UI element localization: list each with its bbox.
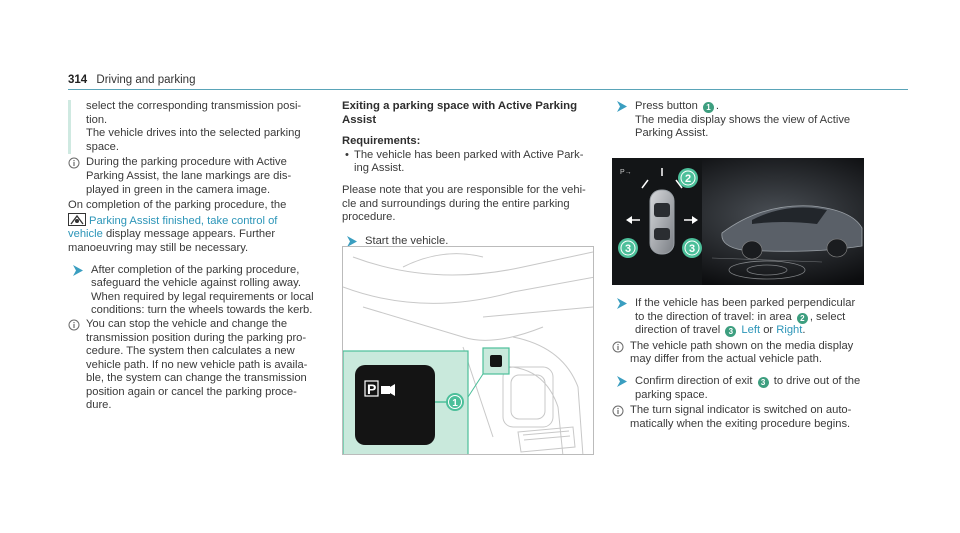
text-line: During the parking procedure with Active <box>86 156 287 169</box>
info-icon <box>612 341 624 353</box>
text-line: The vehicle path shown on the media disp… <box>630 339 854 352</box>
step-start-vehicle: Start the vehicle. <box>342 235 598 249</box>
text-line: If the vehicle has been parked perpendic… <box>635 297 856 309</box>
step-arrow-icon <box>617 298 627 309</box>
info-icon <box>68 157 80 169</box>
text-line: dure. <box>86 399 112 412</box>
text-line: Confirm direction of exit <box>635 374 753 387</box>
console-drawing: P 1 <box>343 251 593 454</box>
text-line: space. <box>86 140 119 153</box>
text-line: Parking Assist. <box>635 127 709 140</box>
text-line: matically when the exiting procedure beg… <box>630 417 851 430</box>
text-line: Please note that you are responsible for… <box>342 183 586 196</box>
text-line: to drive out of the <box>773 374 861 387</box>
callout-3-left: 3 <box>625 243 631 255</box>
text-line: may differ from the actual vehicle path. <box>630 353 822 366</box>
text-line: cle and surroundings during the entire p… <box>342 197 570 210</box>
step-arrow-icon <box>73 264 83 276</box>
step-safeguard: After completion of the parking procedur… <box>68 264 318 318</box>
note-vehicle-path: The vehicle path shown on the media disp… <box>612 340 864 367</box>
text-line: position again or cancel the parking pro… <box>86 385 297 398</box>
media-display-drawing: P→ 2 3 3 <box>612 158 864 285</box>
text-line: When required by legal requirements or l… <box>91 290 314 303</box>
text-line: parking space. <box>635 388 708 401</box>
callout-badge: 1 <box>702 102 714 113</box>
continued-step: select the corresponding transmission po… <box>68 100 318 155</box>
text-line: to the direction of travel: in area <box>635 310 792 323</box>
info-icon <box>612 405 624 417</box>
text-line: On completion of the parking procedure, … <box>68 199 287 212</box>
text-line: select the corresponding transmission po… <box>86 100 302 112</box>
bullet-icon: • <box>345 148 349 161</box>
note-turn-signal: The turn signal indicator is switched on… <box>612 404 864 431</box>
text-line: The turn signal indicator is switched on… <box>630 404 852 417</box>
step-press-button: Press button 1. The media display shows … <box>612 100 864 141</box>
callout-badge: 3 <box>725 326 737 338</box>
page-number: 314 <box>68 74 88 86</box>
text-line: , select <box>809 310 846 323</box>
step-arrow-icon <box>617 101 627 112</box>
completion-paragraph: On completion of the parking procedure, … <box>68 199 318 255</box>
display-message: Parking Assist finished, take control of <box>89 214 278 227</box>
text-line: Start the vehicle. <box>365 234 449 247</box>
text-line: played in green in the camera image. <box>86 183 271 196</box>
text-line: The vehicle drives into the selected par… <box>86 127 301 140</box>
svg-text:P: P <box>367 381 376 397</box>
text-line: transmission position during the parking… <box>86 331 307 344</box>
requirements-label: Requirements: <box>342 135 421 148</box>
page-header: 314 Driving and parking <box>68 74 195 88</box>
requirement-item: • The vehicle has been parked with Activ… <box>342 149 598 176</box>
media-display-illustration: P→ 2 3 3 <box>612 158 864 285</box>
callout-badge: 3 <box>757 376 769 388</box>
text-line: ing Assist. <box>354 162 405 175</box>
responsibility-note: Please note that you are responsible for… <box>342 184 598 225</box>
column-2: Exiting a parking space with Active Park… <box>342 100 598 248</box>
text-line: Parking Assist, the lane markings are di… <box>86 169 292 182</box>
display-message-line: Parking Assist finished, take control of <box>68 212 318 229</box>
step-arrow-icon <box>617 375 627 387</box>
text-line: conditions: turn the wheels towards the … <box>91 304 313 317</box>
section-heading: Exiting a parking space with Active Park… <box>342 100 578 126</box>
text-line: The vehicle has been parked with Active … <box>354 148 584 161</box>
text-line: Press button <box>635 100 698 112</box>
callout-1: 1 <box>452 398 458 409</box>
section-title: Driving and parking <box>96 74 196 86</box>
callout-2: 2 <box>685 173 691 185</box>
text-line: cedure. The system then calculates a new <box>86 345 295 358</box>
display-message-cont: vehicle <box>68 228 103 241</box>
screen-label: P→ <box>620 169 632 176</box>
left-option: Left <box>741 324 761 337</box>
step-confirm-exit: Confirm direction of exit 3 to drive out… <box>612 375 864 402</box>
column-1: select the corresponding transmission po… <box>68 100 318 413</box>
header-rule <box>68 89 908 90</box>
text-line: You can stop the vehicle and change the <box>86 317 288 330</box>
text-line: display message appears. Further <box>105 228 276 241</box>
step-select-direction: If the vehicle has been parked perpendic… <box>612 297 864 338</box>
center-console-illustration: P 1 <box>342 246 594 455</box>
note-parking-markings: During the parking procedure with Active… <box>68 156 318 197</box>
text-line: After completion of the parking procedur… <box>91 263 300 276</box>
info-icon <box>68 319 80 331</box>
callout-badge: 2 <box>796 312 808 324</box>
column-3-lower: If the vehicle has been parked perpendic… <box>612 297 864 431</box>
text-line: safeguard the vehicle against rolling aw… <box>91 277 301 290</box>
parking-assist-icon <box>68 212 86 226</box>
text-line: manoeuvring may still be necessary. <box>68 241 249 254</box>
text-line: procedure. <box>342 211 396 224</box>
text-line: tion. <box>86 113 108 126</box>
text-line: vehicle path. If no new vehicle path is … <box>86 358 308 371</box>
text-line: ble, the system can change the transmiss… <box>86 372 307 385</box>
note-stop-vehicle: You can stop the vehicle and change the … <box>68 318 318 413</box>
text-line: The media display shows the view of Acti… <box>635 113 851 126</box>
right-option: Right <box>776 324 803 337</box>
step-arrow-icon <box>347 235 357 247</box>
text-line: direction of travel <box>635 324 721 337</box>
column-3: Press button 1. The media display shows … <box>612 100 864 141</box>
callout-3-right: 3 <box>689 243 695 255</box>
text-line: or <box>763 324 774 337</box>
